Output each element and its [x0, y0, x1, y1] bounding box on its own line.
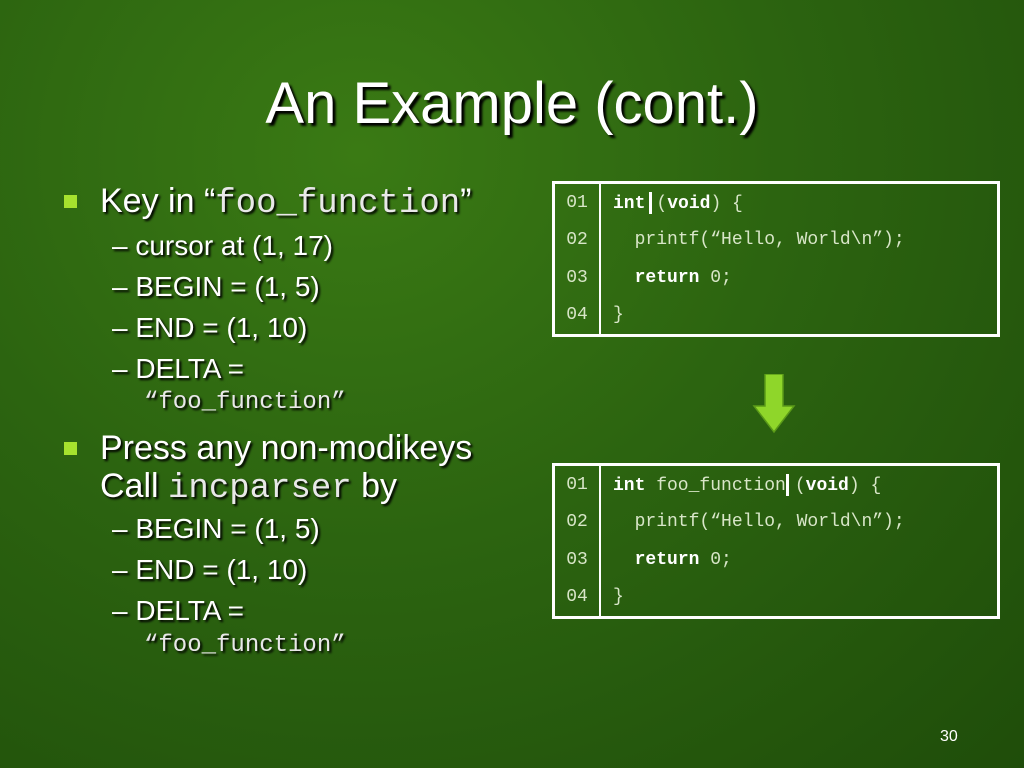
by-text: by — [351, 467, 398, 505]
down-arrow-icon — [752, 374, 796, 434]
keyword-return: return — [634, 267, 700, 288]
code-line-2: 02 printf(“Hello, World\n”); — [555, 503, 997, 541]
line-number: 04 — [555, 578, 601, 616]
sub-delta-value-2: “foo_function” — [144, 632, 346, 659]
code-text: int foo_function (void) { — [601, 473, 882, 496]
code-incparser: incparser — [168, 470, 352, 508]
sub-delta: – DELTA = — [112, 353, 245, 384]
quote-open: “ — [203, 182, 216, 220]
sub-delta-2: – DELTA = — [112, 595, 245, 626]
text-cursor-icon — [785, 473, 789, 496]
text-cursor-icon — [649, 191, 653, 214]
slide-title: An Example (cont.) — [265, 71, 759, 136]
line-number: 04 — [555, 296, 601, 334]
function-name: foo_function — [645, 475, 786, 496]
bullet-square-icon — [64, 442, 77, 455]
code-line-3: 03 return 0; — [555, 541, 997, 579]
line-number: 02 — [555, 221, 601, 259]
paren-brace: ) { — [848, 475, 882, 496]
sub-delta-value: “foo_function” — [144, 389, 346, 416]
code-line-2: 02 printf(“Hello, World\n”); — [555, 221, 997, 259]
code-text: } — [613, 305, 624, 326]
return-value: 0; — [699, 549, 732, 570]
keyword-void: void — [667, 193, 711, 214]
code-line-3: 03 return 0; — [555, 259, 997, 297]
return-value: 0; — [699, 267, 732, 288]
sub-begin: – BEGIN = (1, 5) — [112, 271, 320, 302]
quote-close: ” — [460, 182, 472, 220]
code-text: return 0; — [601, 550, 732, 570]
line-number: 03 — [555, 259, 601, 297]
code-line-4: 04 } — [555, 578, 997, 616]
sub-begin-2: – BEGIN = (1, 5) — [112, 513, 320, 544]
bullet-press-keys: Press any non-modikeys — [100, 429, 473, 467]
line-number: 02 — [555, 503, 601, 541]
paren: ( — [656, 193, 668, 214]
sub-end: – END = (1, 10) — [112, 312, 308, 343]
code-box-after: 01 int foo_function (void) { 02 printf(“H… — [552, 463, 1000, 619]
bullet-square-icon — [64, 195, 77, 208]
keyword-void: void — [805, 475, 849, 496]
code-box-before: 01 int (void) { 02 printf(“Hello, World\n… — [552, 181, 1000, 337]
code-text: printf(“Hello, World\n”); — [613, 230, 905, 251]
code-text: } — [613, 587, 624, 608]
call-text: Call — [100, 467, 169, 505]
bullet-text: Key in — [100, 182, 204, 220]
line-number: 01 — [555, 184, 601, 222]
code-text: return 0; — [601, 268, 732, 288]
page-number: 30 — [940, 728, 958, 745]
sub-end-2: – END = (1, 10) — [112, 554, 308, 585]
bullet-key-in: Key in “foo_function” — [100, 182, 471, 223]
line-number: 03 — [555, 541, 601, 579]
keyword-int: int — [613, 475, 646, 496]
code-foo-function: foo_function — [215, 185, 461, 223]
code-line-4: 04 } — [555, 296, 997, 334]
line-number: 01 — [555, 466, 601, 504]
keyword-return: return — [634, 549, 700, 570]
code-text: int (void) { — [601, 191, 743, 214]
bullet-call-incparser: Call incparser by — [100, 467, 397, 508]
keyword-int: int — [613, 193, 646, 214]
code-text: printf(“Hello, World\n”); — [613, 512, 905, 533]
paren: ( — [794, 475, 806, 496]
code-line-1: 01 int (void) { — [555, 184, 997, 222]
paren-brace: ) { — [710, 193, 743, 214]
code-line-1: 01 int foo_function (void) { — [555, 466, 997, 504]
sub-cursor-at: – cursor at (1, 17) — [112, 230, 333, 261]
